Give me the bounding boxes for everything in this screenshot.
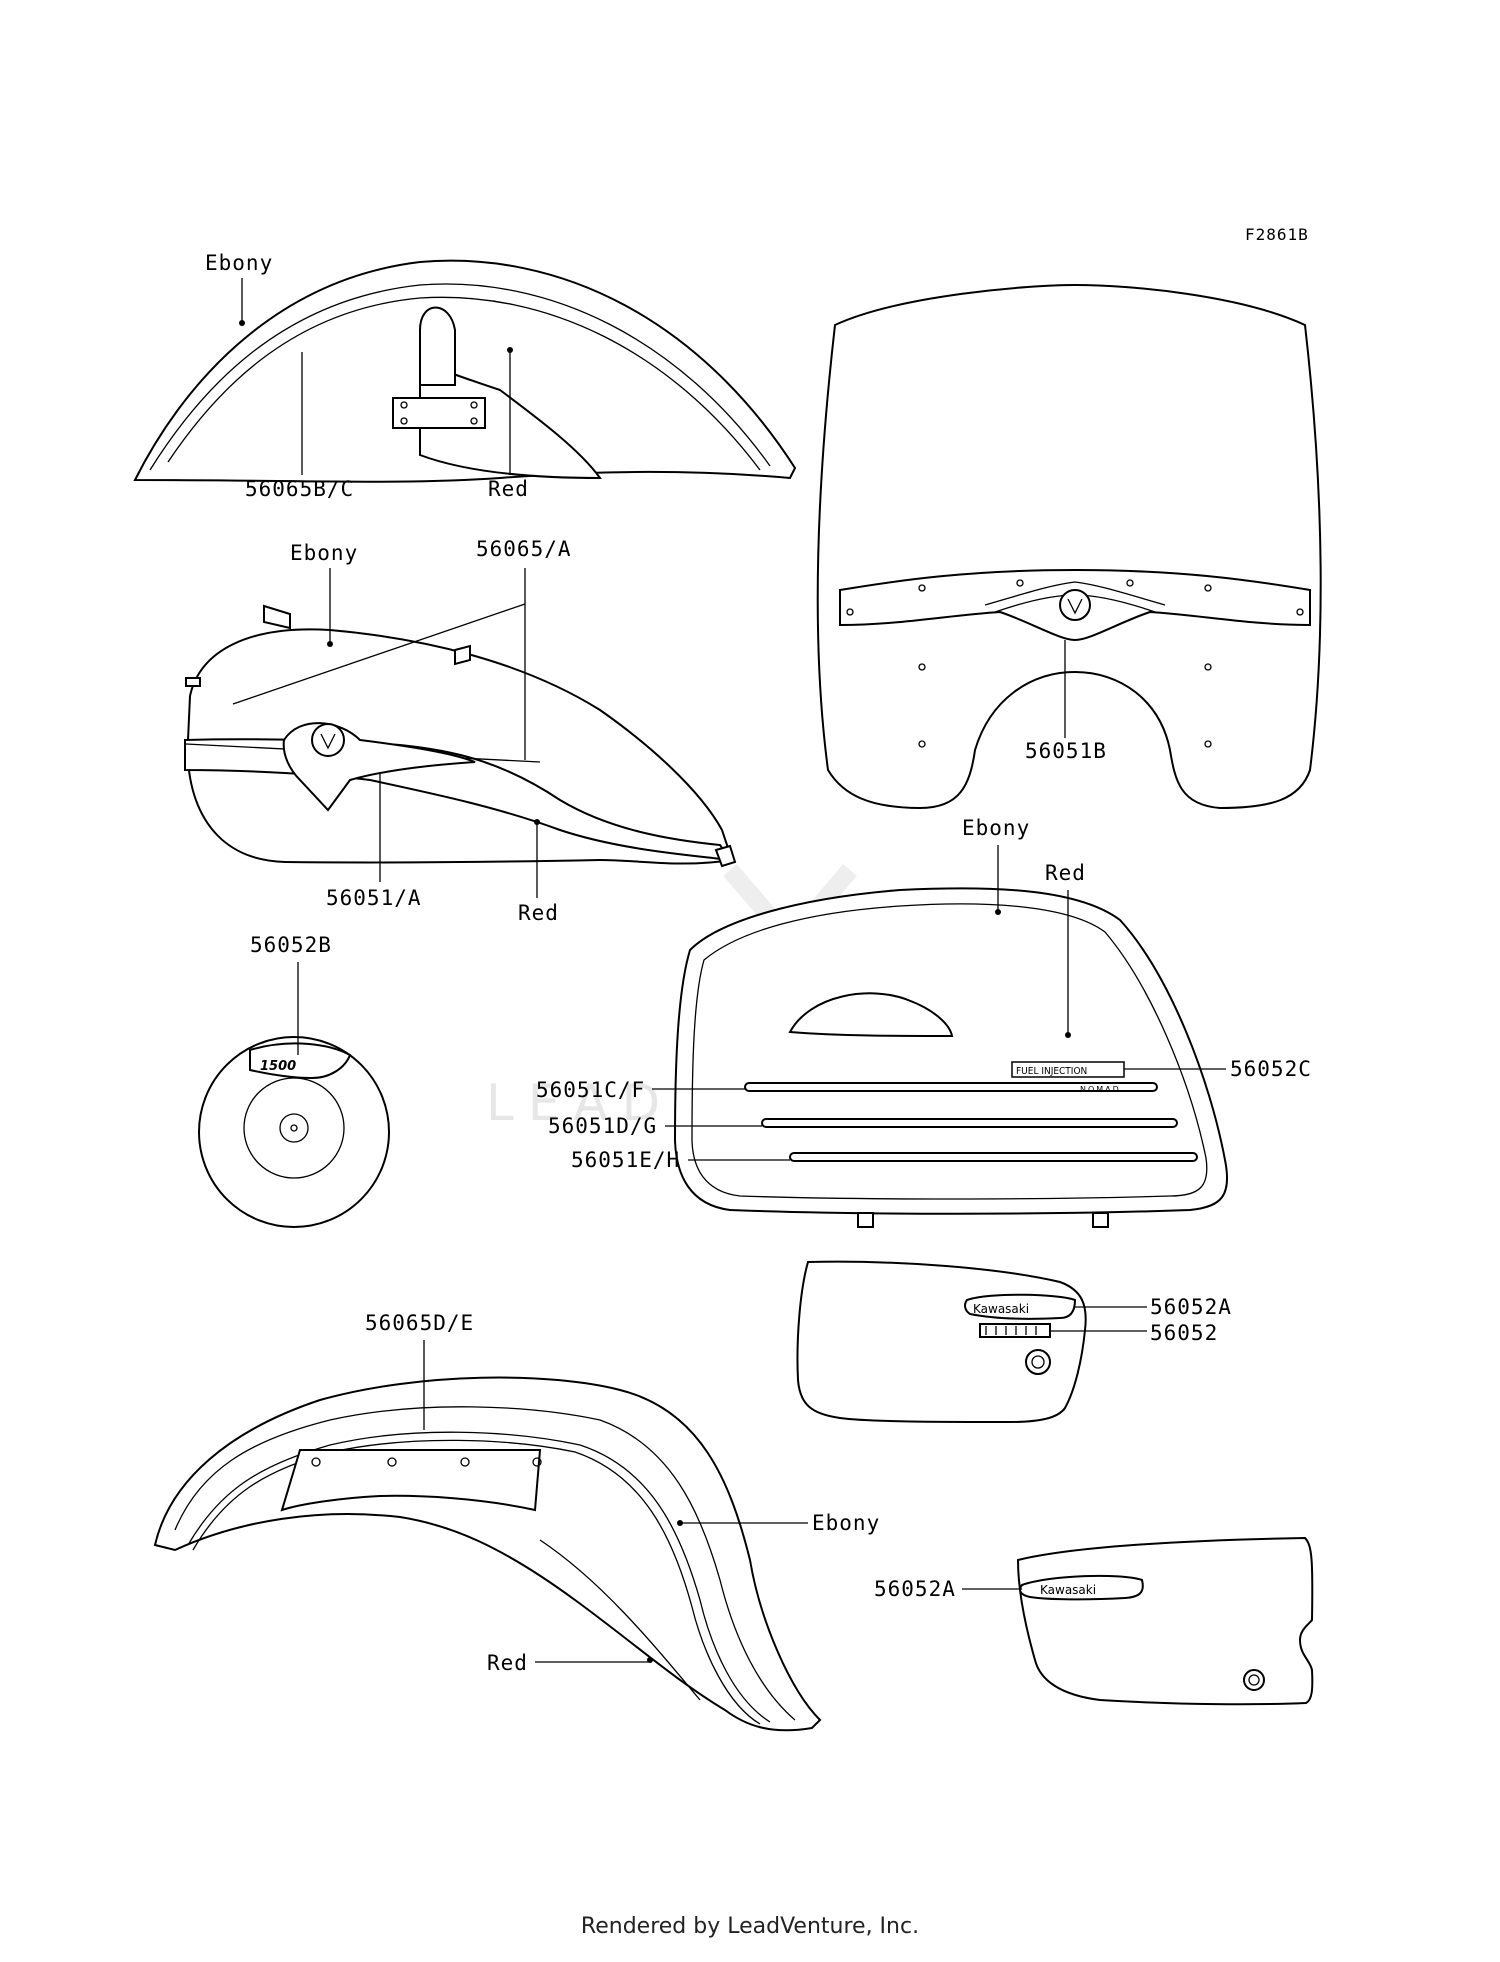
label-tank-emblem: 56051/A	[326, 886, 422, 910]
label-rear-fender-ebony: Ebony	[812, 1511, 880, 1535]
label-bag-red: Red	[1045, 861, 1086, 885]
label-rear-fender-red: Red	[487, 1651, 528, 1675]
side-cover-1: Kawasaki	[796, 1260, 1087, 1424]
fuel-injection-emblem-text: FUEL INJECTION	[1016, 1066, 1087, 1077]
label-front-fender-red: Red	[488, 477, 529, 501]
label-bag-fuel-injection: 56052C	[1230, 1057, 1312, 1081]
windshield-callouts: 56051B	[1025, 640, 1107, 763]
round-badge: 1500	[198, 1036, 390, 1228]
label-tank-red: Red	[518, 901, 559, 925]
front-fender	[133, 259, 797, 483]
front-fender-callouts: Ebony 56065B/C Red	[205, 251, 529, 501]
label-tank-ebony: Ebony	[290, 541, 358, 565]
label-cover-model: 56052	[1150, 1321, 1218, 1345]
side-cover-2: Kawasaki	[1016, 1536, 1314, 1706]
round-badge-callouts: 56052B	[250, 933, 332, 1055]
kawasaki-emblem-text-1: Kawasaki	[973, 1302, 1029, 1316]
side-cover-2-callouts: 56052A	[874, 1577, 1022, 1601]
fuel-tank-callouts: Ebony 56065/A 56051/A Red	[232, 537, 572, 925]
figure-code: F2861B	[1245, 225, 1309, 244]
footer-credit: Rendered by LeadVenture, Inc.	[580, 1914, 920, 1939]
kawasaki-emblem-text-2: Kawasaki	[1040, 1583, 1096, 1597]
label-bag-stripe-2: 56051D/G	[548, 1114, 657, 1138]
label-bag-stripe-1: 56051C/F	[536, 1078, 645, 1102]
rear-fender-callouts: 56065D/E Ebony Red	[365, 1311, 880, 1675]
label-front-fender-stripe: 56065B/C	[245, 477, 354, 501]
saddlebag: FUEL INJECTION NOMAD	[673, 887, 1229, 1228]
label-windshield-emblem: 56051B	[1025, 739, 1107, 763]
label-cover-kawasaki: 56052A	[1150, 1295, 1232, 1319]
label-round-badge: 56052B	[250, 933, 332, 957]
label-tank-stripe: 56065/A	[476, 537, 572, 561]
saddlebag-callouts: Ebony Red 56052C 56051C/F 56051D/G 56051…	[536, 816, 1312, 1172]
windshield	[816, 283, 1322, 810]
fuel-tank	[184, 604, 737, 868]
badge-1500-text: 1500	[260, 1059, 296, 1074]
nomad-emblem-text: NOMAD	[1080, 1085, 1121, 1094]
label-bag-ebony: Ebony	[962, 816, 1030, 840]
label-rear-fender-stripe: 56065D/E	[365, 1311, 474, 1335]
label-front-fender-ebony: Ebony	[205, 251, 273, 275]
label-bag-stripe-3: 56051E/H	[571, 1148, 680, 1172]
label-cover2-kawasaki: 56052A	[874, 1577, 956, 1601]
rear-fender	[153, 1376, 822, 1732]
side-cover-1-callouts: 56052A 56052	[1050, 1295, 1232, 1345]
